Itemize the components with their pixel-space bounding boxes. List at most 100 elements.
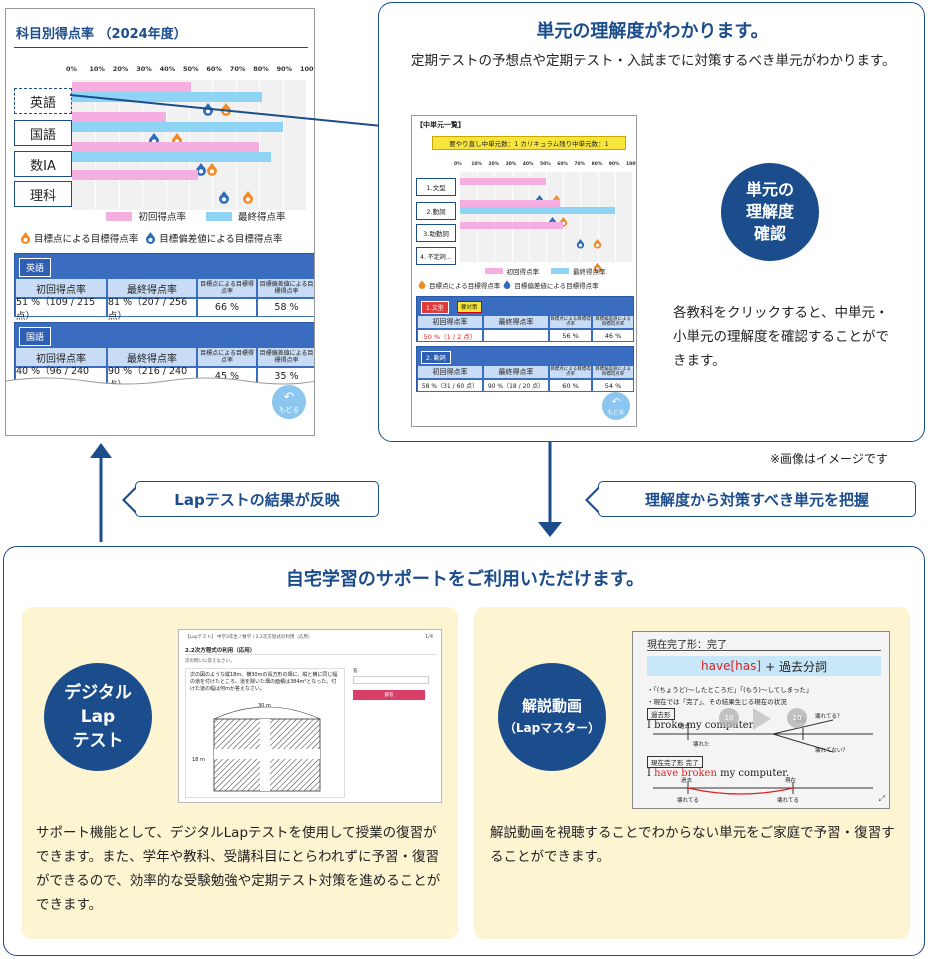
formula-has: [has] [730, 659, 762, 673]
cell-first: 51 %（109 / 215 点） [15, 297, 107, 322]
submit-answer-button[interactable]: 解答 [353, 690, 425, 700]
legend-swatch-first [106, 211, 133, 221]
cell-last: 90 %（18 / 20 点） [483, 379, 549, 392]
circle-line: 単元の [745, 180, 794, 199]
grid-line [563, 172, 565, 262]
answer-label: 答 [353, 669, 358, 674]
subject-button-science[interactable]: 理科 [14, 181, 72, 207]
tick-label: 0% [66, 65, 78, 73]
col-first: 初回得点率 [15, 278, 107, 298]
tick-label: 50% [540, 162, 551, 167]
col-target2: 目標偏差値による目標得点率 [592, 365, 634, 379]
grid-line [282, 80, 284, 210]
unit-button-2[interactable]: 2.動詞 [416, 202, 456, 220]
col-first: 初回得点率 [417, 365, 483, 379]
mini-swatch-last [551, 268, 569, 274]
fullscreen-icon[interactable]: ⤢ [878, 794, 885, 803]
col-target2: 目標偏差値による目標得点率 [257, 347, 314, 367]
formula-have: have [701, 659, 731, 673]
timeline-broken-2: 壊れてる [777, 798, 799, 804]
col-last: 最終得点率 [483, 315, 549, 329]
tick-label: 0% [454, 162, 462, 167]
tick-label: 20% [488, 162, 500, 167]
tick-label: 100% [626, 162, 636, 167]
digital-lap-card: 【Lapテスト】 中学3年生 / 数学 / 2.2次方程式の利用（応用） 1/4… [22, 607, 458, 939]
col-target2: 目標偏差値による目標得点率 [592, 315, 634, 329]
cell-first: 58 %（31 / 60 点） [417, 379, 483, 392]
panel-description: 定期テストの予想点や定期テスト・入試までに対策するべき単元がわかります。 [411, 53, 896, 69]
timeline-past-2: 過去 [681, 778, 693, 784]
formula-rest: + 過去分詞 [765, 659, 827, 674]
mini-legend-t2: 目標偏差値による目標得点率 [514, 282, 599, 290]
pill-text: 理解度から対策すべき単元を把握 [645, 490, 869, 509]
grasp-units-label: 理解度から対策すべき単元を把握 [585, 481, 916, 517]
tick-label: 80% [591, 162, 603, 167]
legend-target1: 目標点による目標得点率 [34, 234, 139, 245]
forward-10-button[interactable]: 10 [787, 708, 807, 728]
video-card: 現在完了形：完了 have[has]+ 過去分詞 ・「(ちょうど)～したところだ… [474, 607, 910, 939]
sentence-past: I broke my computer. [647, 720, 756, 731]
legend-first: 初回得点率 [138, 212, 186, 223]
tick-label: 30% [136, 65, 152, 73]
tick-label: 100% [300, 65, 314, 73]
col-target1: 目標点による目標得点率 [549, 365, 592, 379]
circle-line: 理解度 [745, 202, 794, 221]
marker-target1-icon [593, 234, 602, 249]
col-first: 初回得点率 [417, 315, 483, 329]
mini-banner: 要やり直し中単元数：1 カリキュラム残り中単元数：1 [432, 136, 626, 150]
unit-button-4[interactable]: 4. 不定詞… [416, 247, 456, 265]
mini-target-legend: 目標点による目標得点率 目標偏差値による目標得点率 [418, 280, 634, 290]
subject-button-english[interactable]: 英語 [14, 88, 72, 114]
cell-target2: 58 % [257, 298, 314, 317]
mini-back-button[interactable]: ↶もどる [602, 392, 630, 420]
circle-line: （Lapマスター） [503, 721, 601, 735]
tick-label: 30% [505, 162, 517, 167]
digital-lap-text: サポート機能として、デジタルLapテストを使用して授業の復習ができます。また、学… [36, 825, 441, 913]
cell-target1: 66 % [197, 298, 257, 317]
back-button[interactable]: ↶もどる [272, 385, 306, 419]
grid-line [494, 172, 496, 262]
mini-tag: 1.文型 [421, 301, 449, 314]
col-target1: 目標点による目標得点率 [197, 347, 257, 367]
grid-line [477, 172, 479, 262]
mini-plot-area [460, 172, 632, 262]
back-arrow-icon: ↶ [611, 396, 621, 408]
result-reflect-label: Lapテストの結果が反映 [122, 481, 379, 517]
marker-target1-icon [242, 190, 254, 205]
col-target1: 目標点による目標得点率 [197, 278, 257, 298]
circle-line: 確認 [753, 224, 786, 243]
bar-last [72, 92, 262, 102]
tick-label: 90% [276, 65, 293, 73]
cell-first: 50 %（1 / 2 点） [417, 329, 483, 342]
grid-line [580, 172, 582, 262]
subject-label: 英語 [29, 95, 56, 111]
unit-button-3[interactable]: 3.助動詞 [416, 224, 456, 242]
bar-last [72, 152, 271, 162]
video-screenshot[interactable]: 現在完了形：完了 have[has]+ 過去分詞 ・「(ちょうど)～したところだ… [632, 631, 890, 809]
target-marker-blue-icon [146, 231, 156, 244]
answer-input[interactable] [353, 676, 429, 684]
video-title: 現在完了形：完了 [647, 640, 727, 651]
subject-button-japanese[interactable]: 国語 [14, 120, 72, 146]
unit-label: 2.動詞 [426, 208, 446, 216]
marker-target1-icon [552, 190, 561, 205]
subject-button-math[interactable]: 数ⅠA [14, 151, 72, 177]
timeline-now-2: 現在 [785, 778, 797, 784]
bar-first [72, 142, 260, 152]
play-icon[interactable] [753, 708, 771, 730]
col-last: 最終得点率 [483, 365, 549, 379]
circle-line: デジタル [64, 683, 132, 703]
mini-table-2: 2. 動詞 初回得点率 最終得点率 目標点による目標得点率 目標偏差値による目標… [416, 346, 634, 392]
needs-work-badge: 要対策 [457, 301, 482, 313]
unit-button-1[interactable]: 1.文型 [416, 178, 456, 196]
bar-first [460, 178, 546, 185]
bar-last [460, 207, 615, 214]
panel-heading: 単元の理解度がわかります。 [536, 21, 769, 42]
test-page: 1/4 [424, 634, 433, 640]
timeline-broken: 壊れてる [677, 798, 699, 804]
mini-table-1: 1.文型 要対策 初回得点率 最終得点率 目標点による目標得点率 目標偏差値によ… [416, 296, 634, 342]
digital-lap-circle: デジタル Lap テスト [44, 663, 152, 771]
rewind-10-button[interactable]: 10 [719, 708, 739, 728]
bottom-heading: 自宅学習のサポートをご利用いただけます。 [285, 569, 645, 590]
test-header: 【Lapテスト】 中学3年生 / 数学 / 2.2次方程式の利用（応用） [185, 635, 313, 640]
